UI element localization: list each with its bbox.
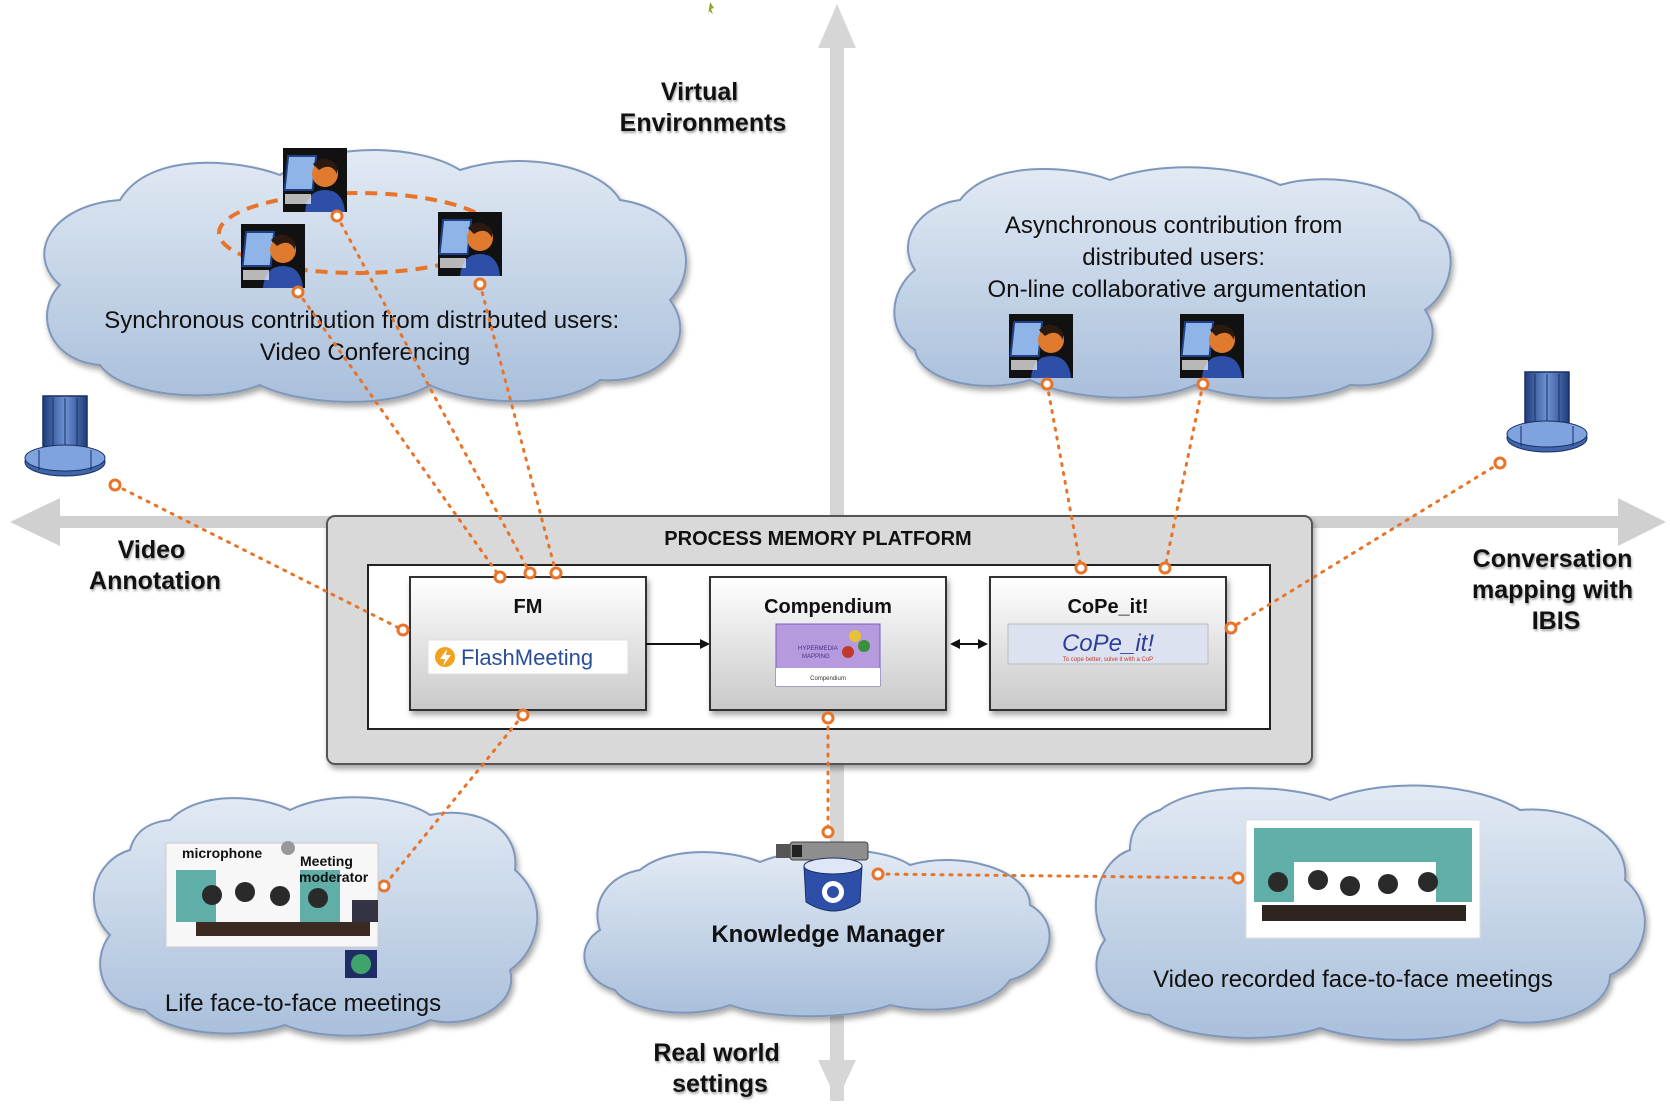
user-icon — [1008, 313, 1074, 379]
flashmeeting-logo: FlashMeeting — [427, 639, 629, 675]
tool-copeit-title: CoPe_it! — [1067, 596, 1148, 618]
compendium-logo: HYPERMEDIA MAPPING Compendium — [775, 623, 881, 687]
axis-arrow-down-icon — [818, 1060, 856, 1101]
connector-nodes — [108, 209, 1507, 893]
user-icon — [1179, 313, 1245, 379]
connectors — [113, 214, 1502, 888]
axis-label-right: Conversation mapping with IBIS — [1472, 545, 1640, 635]
server-icon — [1506, 371, 1588, 453]
axis-label-left: Video Annotation — [89, 536, 221, 595]
user-icon — [240, 223, 306, 289]
cloud-sync-text: Synchronous contribution from distribute… — [104, 307, 626, 366]
copeit-logo: CoPe_it! To cope better, solve it with a… — [1007, 623, 1209, 665]
tool-copeit: CoPe_it! CoPe_it! To cope better, solve … — [989, 576, 1227, 711]
svg-text:Compendium: Compendium — [810, 676, 846, 682]
svg-text:moderator: moderator — [299, 869, 369, 885]
server-icon — [24, 395, 106, 477]
svg-text:To cope better, solve it with: To cope better, solve it with a CoP — [1063, 657, 1153, 663]
user-icon — [437, 211, 503, 277]
svg-text:HYPERMEDIA: HYPERMEDIA — [798, 646, 838, 652]
tool-compendium: Compendium HYPERMEDIA MAPPING Compendium — [709, 576, 947, 711]
recorded-meeting-photo-icon — [1245, 819, 1481, 939]
axis-label-top: Virtual Environments — [620, 78, 787, 137]
svg-text:microphone: microphone — [182, 845, 262, 861]
svg-text:MAPPING: MAPPING — [802, 654, 830, 660]
svg-text:CoPe_it!: CoPe_it! — [1062, 630, 1154, 657]
cloud-km-text: Knowledge Manager — [711, 921, 944, 948]
meeting-photo-icon: microphone Meeting moderator — [165, 841, 379, 978]
tool-fm-title: FM — [514, 596, 543, 618]
tool-compendium-title: Compendium — [764, 596, 892, 618]
laptop-icon — [352, 900, 378, 922]
camera-icon — [776, 841, 869, 861]
user-icon — [282, 147, 348, 213]
microphone-icon — [281, 841, 295, 855]
leaf-icon — [708, 2, 714, 15]
svg-text:Meeting: Meeting — [300, 853, 353, 869]
cloud-async-text: Asynchronous contribution from distribut… — [988, 212, 1367, 303]
axis-label-bottom: Real world settings — [653, 1039, 786, 1098]
cloud-life-text: Life face-to-face meetings — [165, 990, 441, 1017]
webcam-icon — [803, 857, 863, 912]
cloud-recorded-text: Video recorded face-to-face meetings — [1153, 966, 1553, 993]
svg-text:FlashMeeting: FlashMeeting — [461, 645, 593, 670]
axis-arrow-right-icon — [1618, 498, 1666, 546]
axis-arrow-left-icon — [10, 498, 60, 546]
cloud-sync — [43, 149, 687, 403]
platform-title: PROCESS MEMORY PLATFORM — [664, 528, 971, 550]
axis-arrow-up-icon — [818, 4, 856, 48]
tool-fm: FM FlashMeeting — [409, 576, 647, 711]
